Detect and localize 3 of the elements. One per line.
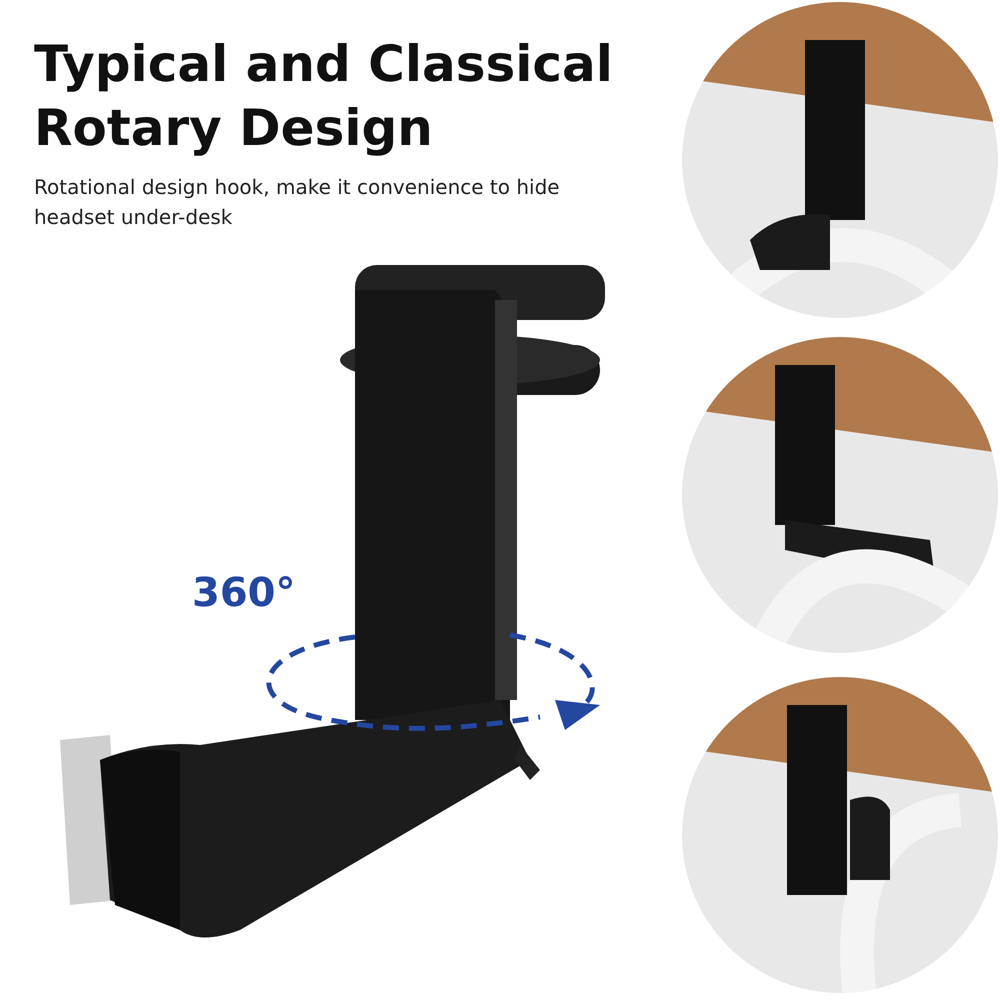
title: Typical and Classical Rotary Design	[34, 34, 614, 159]
rotation-angle-label: 360°	[192, 570, 296, 616]
description-text: Rotational design hook, make it convenience to hide headset under-desk	[34, 174, 561, 231]
